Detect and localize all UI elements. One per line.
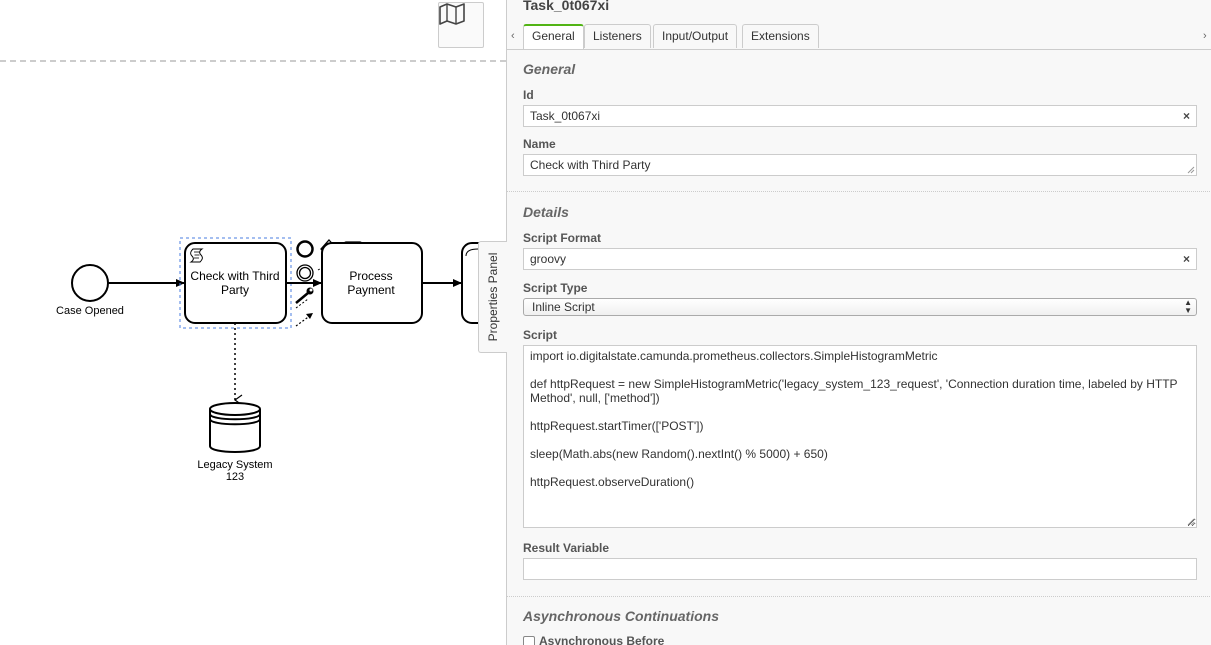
properties-panel-toggle-label: Properties Panel: [486, 252, 500, 342]
async-before-checkbox[interactable]: [523, 635, 535, 645]
group-separator: [507, 191, 1211, 192]
datastore-label-line1: Legacy System: [197, 459, 272, 471]
resize-grip-icon[interactable]: [1187, 166, 1195, 174]
task-payment-label-line2: Payment: [347, 283, 395, 297]
result-variable-field[interactable]: [523, 558, 1197, 580]
properties-panel-toggle[interactable]: Properties Panel: [478, 241, 507, 353]
id-clear-icon[interactable]: ×: [1182, 109, 1190, 123]
name-value: Check with Third Party: [530, 158, 651, 172]
script-icon: [189, 248, 204, 263]
script-line: [530, 433, 1190, 447]
select-arrows-icon: ▲▼: [1184, 298, 1192, 315]
script-line: def httpRequest = new SimpleHistogramMet…: [530, 377, 1178, 391]
script-line: Method', null, ['method']): [530, 391, 660, 405]
group-separator: [507, 596, 1211, 597]
id-value: Task_0t067xi: [530, 109, 601, 123]
tab-scroll-left-icon[interactable]: ‹: [511, 30, 515, 42]
append-end-event-icon[interactable]: [296, 240, 314, 258]
participant-boundary: [0, 60, 506, 62]
group-title-general: General: [523, 61, 576, 77]
script-type-label: Script Type: [523, 281, 588, 295]
id-field[interactable]: Task_0t067xi ×: [523, 105, 1197, 127]
element-title: Task_0t067xi: [523, 0, 610, 13]
properties-panel: Task_0t067xi ‹ General Listeners Input/O…: [506, 0, 1211, 645]
task-check-label-line2: Party: [221, 283, 249, 297]
script-type-select[interactable]: Inline Script ▲▼: [523, 298, 1197, 316]
datastore-legacy-system[interactable]: [209, 402, 261, 453]
tab-general[interactable]: General: [523, 24, 584, 49]
wrench-icon[interactable]: [295, 287, 314, 304]
datastore-label-line2: 123: [226, 471, 244, 483]
script-textarea[interactable]: import io.digitalstate.camunda.prometheu…: [523, 345, 1197, 528]
tab-bar: ‹ General Listeners Input/Output Extensi…: [507, 24, 1211, 50]
script-line: [530, 363, 1190, 377]
script-type-value: Inline Script: [532, 300, 595, 314]
script-line: sleep(Math.abs(new Random().nextInt() % …: [530, 447, 828, 461]
diagram-canvas[interactable]: Case Opened Check with Third Party: [0, 0, 506, 645]
name-label: Name: [523, 137, 556, 151]
script-format-value: groovy: [530, 252, 567, 266]
resize-grip-icon[interactable]: [1187, 518, 1195, 526]
task-payment-label-line1: Process: [349, 269, 392, 283]
group-title-details: Details: [523, 204, 569, 220]
script-line: import io.digitalstate.camunda.prometheu…: [530, 349, 938, 363]
result-variable-label: Result Variable: [523, 541, 610, 555]
tab-extensions[interactable]: Extensions: [742, 24, 819, 48]
tab-input-output[interactable]: Input/Output: [653, 24, 738, 48]
tab-listeners[interactable]: Listeners: [584, 24, 651, 48]
name-field[interactable]: Check with Third Party: [523, 154, 1197, 176]
script-format-label: Script Format: [523, 231, 602, 245]
id-label: Id: [523, 88, 534, 102]
script-line: [530, 405, 1190, 419]
script-label: Script: [523, 328, 558, 342]
group-title-async: Asynchronous Continuations: [523, 608, 719, 624]
map-icon: [439, 3, 465, 25]
script-line: [530, 461, 1190, 475]
append-intermediate-event-icon[interactable]: [296, 264, 314, 282]
start-event-case-opened[interactable]: [71, 264, 109, 302]
task-check-label-line1: Check with Third: [190, 269, 279, 283]
tab-scroll-right-icon[interactable]: ›: [1203, 30, 1207, 42]
script-line: httpRequest.observeDuration(): [530, 475, 695, 489]
script-line: httpRequest.startTimer(['POST']): [530, 419, 704, 433]
script-format-field[interactable]: groovy ×: [523, 248, 1197, 270]
script-format-clear-icon[interactable]: ×: [1182, 252, 1190, 266]
async-before-row[interactable]: Asynchronous Before: [523, 634, 664, 645]
async-before-label: Asynchronous Before: [539, 634, 665, 645]
start-event-label: Case Opened: [56, 305, 124, 317]
minimap-toggle-button[interactable]: [438, 2, 484, 48]
connect-icon[interactable]: [295, 313, 313, 327]
